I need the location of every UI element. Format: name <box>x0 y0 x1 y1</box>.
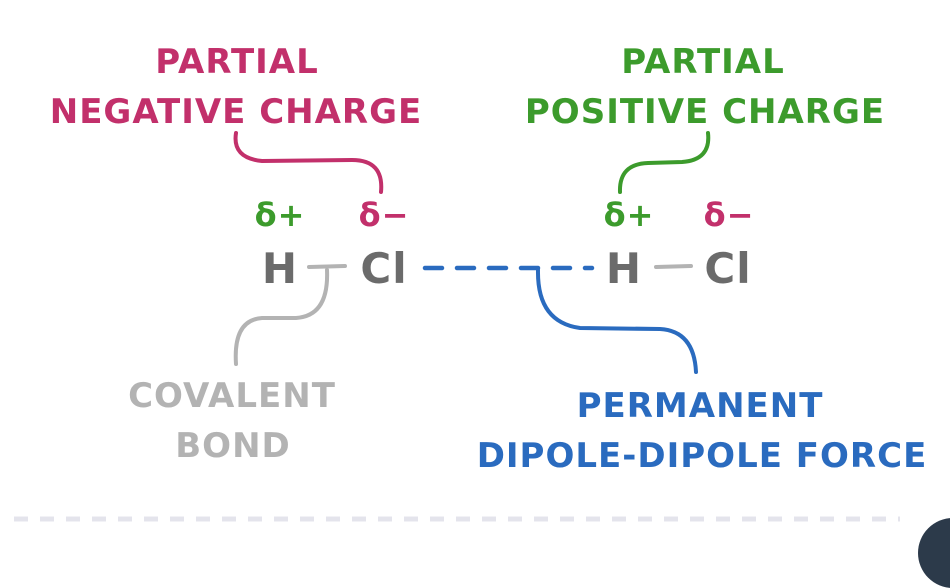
left-h-atom: H <box>262 244 298 293</box>
partial-negative-connector <box>233 131 384 194</box>
partial-negative-label-line2: NEGATIVE CHARGE <box>50 92 423 132</box>
left-h-charge: δ+ <box>255 196 306 234</box>
right-bond-line <box>654 264 693 269</box>
covalent-label-line2: BOND <box>175 426 291 466</box>
dipole-force-connector <box>535 268 698 374</box>
covalent-bond-line <box>307 264 347 269</box>
diagram-stage: PARTIAL NEGATIVE CHARGE PARTIAL POSITIVE… <box>14 42 950 588</box>
right-h-atom: H <box>606 244 642 293</box>
left-cl-charge: δ− <box>359 196 410 234</box>
covalent-label-line1: COVALENT <box>128 376 336 416</box>
right-cl-atom: Cl <box>704 244 751 293</box>
partial-positive-label-line1: PARTIAL <box>621 42 785 82</box>
partial-negative-label-line1: PARTIAL <box>155 42 319 82</box>
force-label-line2: DIPOLE-DIPOLE FORCE <box>477 436 928 476</box>
partial-positive-label-line2: POSITIVE CHARGE <box>525 92 885 132</box>
force-label-line1: PERMANENT <box>577 386 824 426</box>
right-h-charge: δ+ <box>604 196 655 234</box>
left-cl-atom: Cl <box>360 244 407 293</box>
right-cl-charge: δ− <box>704 196 755 234</box>
hcl-dipole-diagram: PARTIAL NEGATIVE CHARGE PARTIAL POSITIVE… <box>14 42 928 522</box>
partial-positive-connector <box>617 131 711 194</box>
covalent-bond-connector <box>233 268 330 366</box>
